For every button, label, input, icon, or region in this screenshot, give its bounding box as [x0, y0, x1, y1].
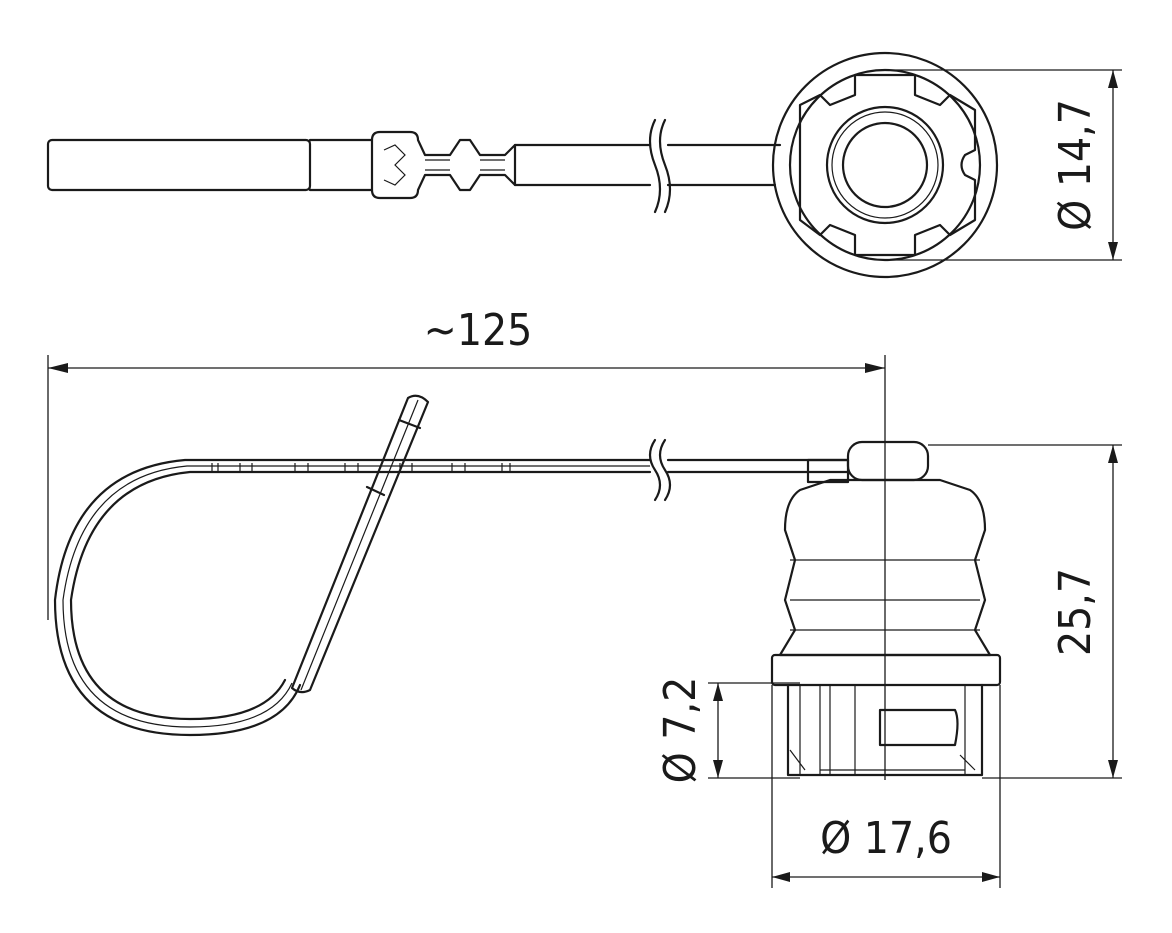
dimension-length: ~125 — [47, 305, 886, 780]
strap-links — [370, 130, 517, 200]
dimension-outer-diameter: Ø 17,6 — [771, 685, 1001, 888]
dimension-label: 25,7 — [1050, 568, 1101, 656]
dimension-label: Ø 7,2 — [655, 677, 706, 784]
strap-loop — [53, 438, 850, 737]
dimension-top-diameter: Ø 14,7 — [885, 69, 1122, 261]
retaining-pin — [290, 394, 430, 694]
break-line — [648, 118, 662, 214]
dimension-label: Ø 14,7 — [1050, 99, 1101, 231]
side-view: ~125 — [47, 305, 1122, 888]
strap-band — [513, 143, 782, 187]
strap-tab — [46, 138, 312, 192]
top-view: Ø 14,7 — [46, 51, 1122, 279]
cap-side-view — [770, 440, 1002, 777]
dimension-height: 25,7 — [928, 444, 1122, 779]
strap — [308, 138, 374, 192]
cap-top-view — [771, 51, 999, 279]
dimension-inner-diameter: Ø 7,2 — [655, 677, 800, 784]
dimension-label: Ø 17,6 — [820, 813, 952, 864]
dimension-label: ~125 — [424, 305, 533, 356]
